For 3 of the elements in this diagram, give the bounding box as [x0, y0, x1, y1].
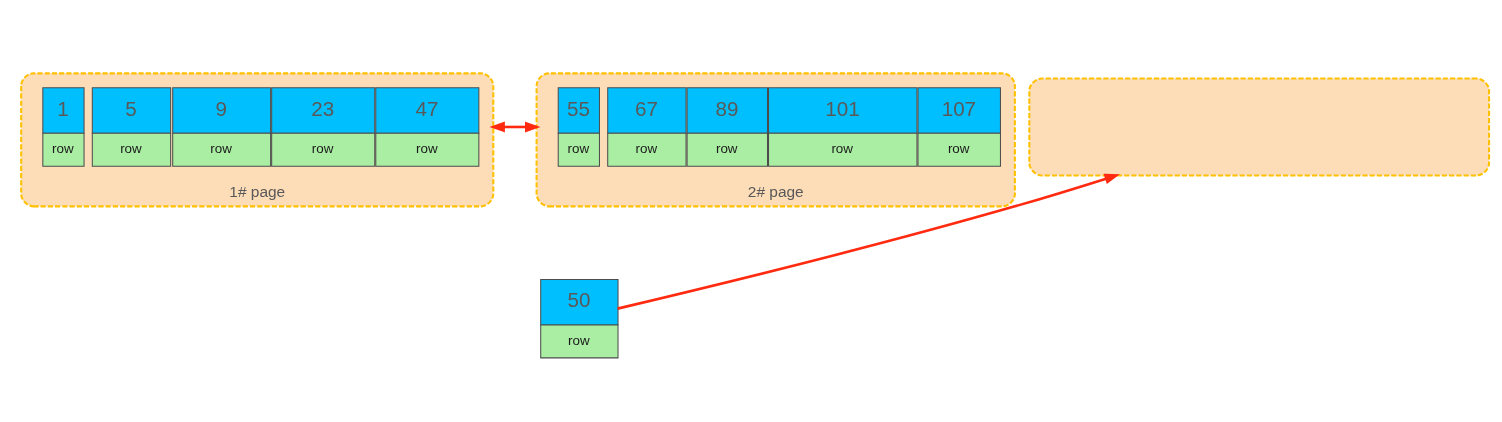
node-box — [1028, 77, 1491, 176]
arrow — [489, 121, 541, 132]
arrow — [617, 173, 1120, 310]
